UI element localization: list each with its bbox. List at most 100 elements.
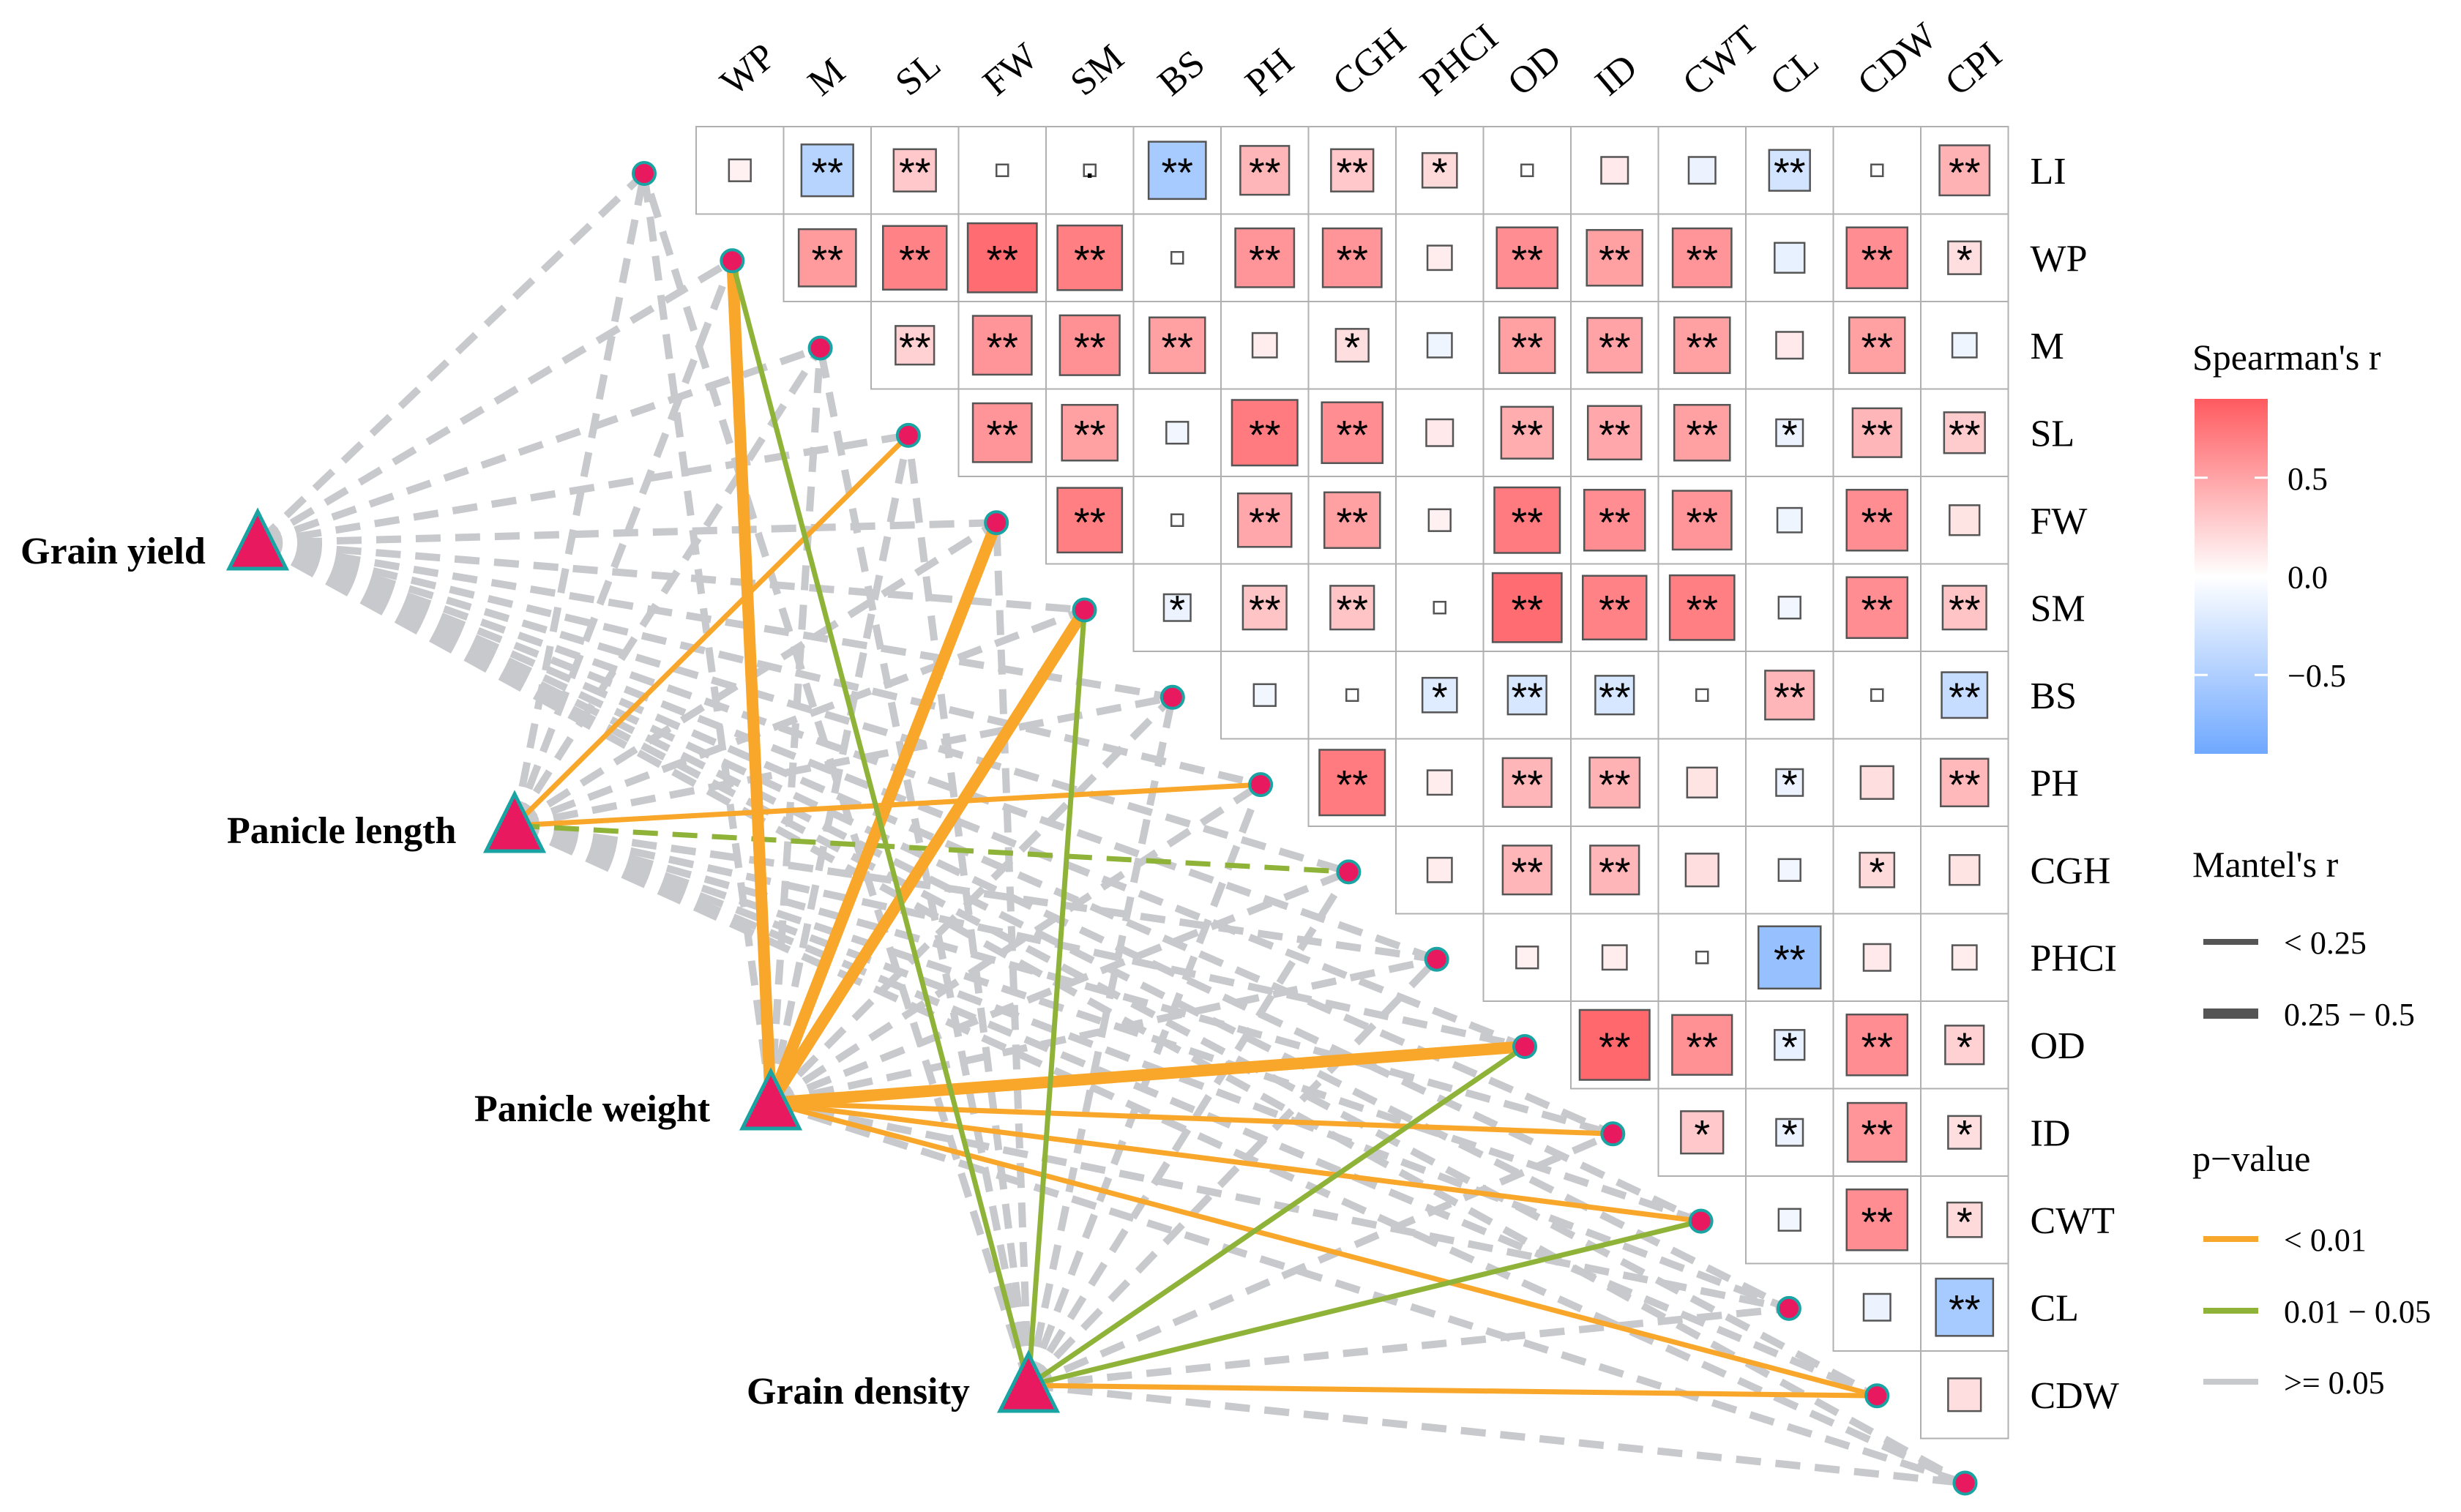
significance-mark: ** [1511,849,1543,895]
node-CPI [1952,1470,1978,1496]
mantel-link-panicle-length-CWT [513,822,1703,1225]
significance-mark: ** [1686,324,1718,370]
node-BS [1159,684,1185,710]
heatmap-cell-M-CWT [1673,316,1731,375]
color-legend-title: Spearman's r [2192,337,2381,378]
heatmap-cell-LI-CPI [1938,144,1991,197]
significance-mark: ** [899,149,931,195]
heatmap-cell-FW-OD [1493,486,1561,554]
heatmap-cell-WP-CDW [1845,226,1909,290]
p-legend-label-3: >= 0.05 [2284,1365,2385,1401]
heatmap-cell-WP-PHCI [1426,244,1453,272]
significance-mark: · [1083,149,1097,195]
mantel-link-grain-yield-BS [257,539,1173,701]
column-label: SL [888,44,949,105]
heatmap-cell-M-CDW [1848,316,1906,375]
significance-mark: ** [1599,761,1631,807]
heatmap-cell-PH-CGH [1318,749,1386,817]
significance-mark: * [1169,586,1185,632]
heatmap-cell-M-SL [895,325,936,366]
significance-mark: ** [1686,499,1718,545]
mantel-link-grain-density-PHCI [1026,957,1440,1388]
heatmap-cell-CWT-CDW [1845,1188,1909,1251]
heatmap-cell-WP-PH [1234,227,1296,288]
heatmap-cell-WP-M [797,228,857,288]
significance-mark: ** [1599,499,1631,545]
heatmap-cell-LI-BS [1147,141,1207,201]
node-FW [984,510,1009,536]
significance-mark: ** [1861,411,1893,457]
heatmap-cell-WP-SL [882,225,948,291]
node-SM [1072,597,1097,623]
node-CWT [1688,1208,1714,1234]
heatmap-cell-SL-CGH [1321,401,1384,465]
significance-mark: ** [1249,411,1281,457]
significance-mark: ** [1861,324,1893,370]
heatmap-cell-SM-BS [1162,593,1192,622]
heatmap-cell-LI-PH [1239,145,1291,196]
mantel-link-grain-yield-CDW [255,539,1879,1399]
heatmap-cell-CGH-CPI [1949,854,1981,886]
heatmap-cell-WP-OD [1495,226,1559,290]
node-PH [1248,772,1274,798]
significance-mark: ** [1774,936,1806,982]
heatmap-cell-CGH-PHCI [1426,856,1453,883]
group-triangle-grain-density [996,1350,1061,1413]
heatmap-cell-PHCI-CL [1757,925,1822,990]
heatmap-cell-PH-CWT [1686,766,1718,798]
colorbar-tick-label: 0.5 [2288,461,2328,497]
heatmap-cell-LI-SM [1083,163,1097,177]
significance-mark: ** [1249,586,1281,632]
heatmap-cell-FW-PHCI [1427,508,1452,532]
heatmap-cell-OD-CL [1774,1029,1806,1061]
heatmap-cell-SM-OD [1491,572,1563,643]
significance-mark: ** [1861,1199,1893,1245]
significance-mark: ** [1949,586,1981,632]
mantel-link-panicle-weight-M [767,348,824,1104]
significance-mark: ** [1511,499,1543,545]
significance-mark: * [1957,1111,1973,1157]
significance-mark: ** [1949,411,1981,457]
significance-mark: * [1694,1111,1710,1157]
legend: Spearman's r 0.50.0−0.5 Mantel's r < 0.2… [2192,337,2431,1401]
heatmap-cell-M-BS [1148,316,1206,375]
mantel-link-grain-density-LI [641,172,1032,1387]
heatmap-cell-SL-CDW [1851,407,1902,458]
heatmap-cell-OD-CPI [1944,1025,1985,1066]
heatmap-cell-SM-PH [1241,585,1288,631]
mantel-link-grain-density-CL [1028,1304,1790,1389]
mantel-link-panicle-weight-BS [768,695,1176,1106]
heatmap-cell-M-OD [1498,316,1556,375]
heatmap-cell-SM-ID [1582,575,1648,640]
column-label: FW [975,35,1045,104]
heatmap-cell-OD-CDW [1845,1013,1909,1077]
significance-mark: ** [1599,586,1631,632]
significance-mark: ** [811,236,843,282]
heatmap-cell-WP-CPI [1947,240,1982,275]
column-label: CGH [1325,20,1414,104]
significance-mark: ** [1686,236,1718,282]
row-label: CDW [2031,1375,2119,1417]
mantel-link-grain-density-SM [1026,610,1087,1386]
group-triangle-grain-yield [225,507,290,571]
mantel-legend-label-1: < 0.25 [2284,925,2367,961]
p-legend-label-2: 0.01 − 0.05 [2284,1294,2431,1330]
mantel-link-grain-yield-WP [255,258,734,547]
significance-mark: ** [1074,411,1106,457]
significance-mark: ** [1599,1024,1631,1070]
heatmap-cell-LI-CL [1768,149,1811,192]
heatmap-cell-PH-ID [1588,756,1641,809]
significance-mark: ** [1861,499,1893,545]
mantel-legend-label-2: 0.25 − 0.5 [2284,997,2415,1033]
heatmap-cell-PH-CL [1775,768,1804,797]
correlation-heatmap: ****·***********************************… [695,126,2009,1440]
heatmap-cell-SL-FW [971,402,1033,463]
heatmap-cell-BS-PHCI [1421,676,1458,714]
significance-mark: ** [1336,586,1368,632]
significance-mark: ** [986,324,1018,370]
node-OD [1512,1034,1537,1059]
heatmap-cell-FW-PH [1236,492,1293,548]
heatmap-cell-FW-CPI [1949,504,1981,536]
significance-mark: ** [986,411,1018,457]
